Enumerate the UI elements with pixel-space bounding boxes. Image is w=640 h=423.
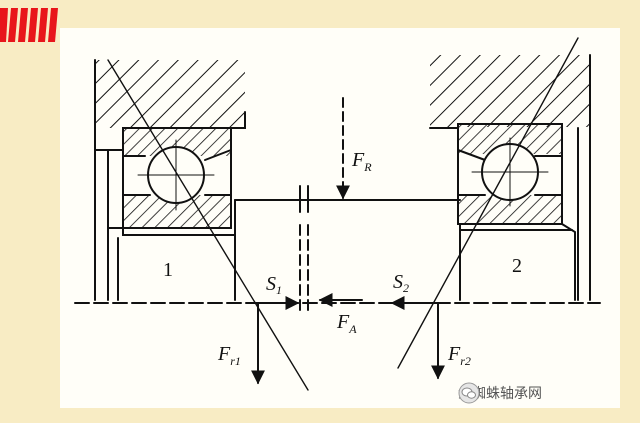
left-bearing: [107, 127, 236, 301]
contact-line-left: [107, 59, 309, 391]
label-Fr1: Fr1: [217, 343, 241, 368]
contact-line-right: [397, 37, 579, 369]
bearing-1-label: 1: [163, 259, 173, 281]
right-bearing: [457, 123, 576, 301]
left-housing: [94, 59, 246, 301]
right-housing: [429, 54, 591, 301]
label-S2: S2: [393, 271, 409, 295]
wechat-icon: [458, 382, 480, 404]
label-S1: S1: [266, 273, 282, 297]
bearing-2-label: 2: [512, 255, 522, 277]
label-FA: FA: [336, 311, 357, 336]
label-FR: FR: [351, 149, 372, 174]
watermark: 金蜘蛛轴承网: [458, 382, 542, 404]
label-Fr2: Fr2: [447, 343, 471, 368]
red-stripe-decoration: [0, 8, 58, 42]
shaft: [74, 185, 601, 313]
